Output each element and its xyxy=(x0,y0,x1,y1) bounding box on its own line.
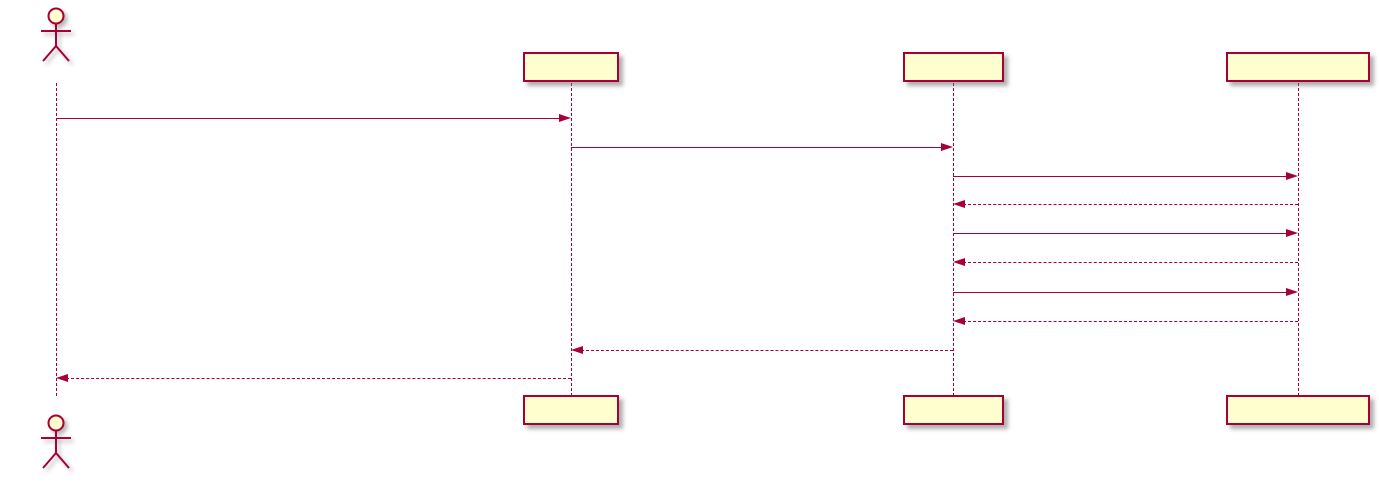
message-arrowhead xyxy=(953,257,965,266)
message-line xyxy=(581,350,953,351)
message-arrowhead xyxy=(1286,228,1298,237)
message-line xyxy=(963,204,1298,205)
participant-box-bottom-db xyxy=(1226,395,1370,425)
message-arrowhead xyxy=(1286,287,1298,296)
message-arrowhead xyxy=(559,113,571,122)
message-line xyxy=(953,292,1288,293)
lifeline-db xyxy=(1297,83,1299,396)
message-line xyxy=(66,378,571,379)
message-arrowhead xyxy=(1286,171,1298,180)
message-arrowhead xyxy=(571,345,583,354)
message-arrowhead xyxy=(953,316,965,325)
actor-icon-top-admin xyxy=(41,7,71,62)
lifeline-admin xyxy=(55,83,57,396)
message-line xyxy=(571,147,943,148)
message-arrowhead xyxy=(56,373,68,382)
lifeline-api xyxy=(952,83,954,396)
message-line xyxy=(963,321,1298,322)
actor-icon-bottom-admin xyxy=(41,414,71,469)
message-arrowhead xyxy=(941,142,953,151)
participant-box-top-api xyxy=(902,52,1004,82)
message-line xyxy=(56,118,561,119)
lifeline-cli xyxy=(570,83,572,396)
participant-box-top-db xyxy=(1226,52,1370,82)
participant-box-top-cli xyxy=(523,52,619,82)
participant-box-bottom-api xyxy=(902,395,1004,425)
message-line xyxy=(953,233,1288,234)
message-line xyxy=(953,176,1288,177)
message-arrowhead xyxy=(953,199,965,208)
participant-box-bottom-cli xyxy=(523,395,619,425)
message-line xyxy=(963,262,1298,263)
